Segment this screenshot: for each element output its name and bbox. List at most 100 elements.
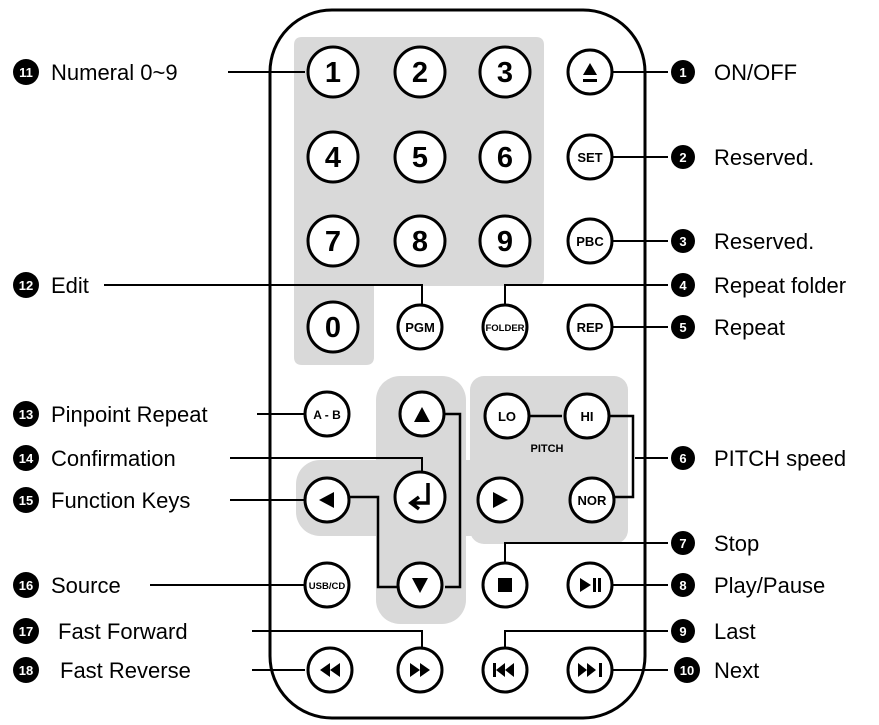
callout-number: 12 <box>19 278 33 293</box>
power-button[interactable] <box>566 48 614 96</box>
callout-number: 15 <box>19 493 33 508</box>
callout-8-text: Play/Pause <box>714 573 825 598</box>
rep-button[interactable]: REP <box>566 303 614 351</box>
button-9[interactable]: 9 <box>478 214 532 268</box>
button-1[interactable]: 1 <box>306 45 360 99</box>
last-button[interactable] <box>481 646 529 694</box>
callout-2-text: Reserved. <box>714 145 814 170</box>
callout-6-text: PITCH speed <box>714 446 846 471</box>
callout-17: 17 Fast Forward <box>13 618 188 644</box>
numeral-buttons: 1 2 3 4 5 6 7 8 9 0 <box>306 45 532 354</box>
callout-2: 2 Reserved. <box>671 145 814 170</box>
next-track-icon <box>578 663 602 677</box>
nor-button-label: NOR <box>578 493 608 508</box>
button-4[interactable]: 4 <box>306 130 360 184</box>
next-button[interactable] <box>566 646 614 694</box>
callout-number: 18 <box>19 663 33 678</box>
callout-number: 11 <box>19 65 33 80</box>
callout-number: 4 <box>679 278 687 293</box>
callout-number: 9 <box>679 624 686 639</box>
pbc-button[interactable]: PBC <box>566 217 614 265</box>
set-button-label: SET <box>577 150 602 165</box>
button-2-label: 2 <box>412 57 428 89</box>
up-button[interactable] <box>398 390 446 438</box>
ab-button[interactable]: A - B <box>303 390 351 438</box>
callout-15-text: Function Keys <box>51 488 190 513</box>
fast-reverse-button[interactable] <box>306 646 354 694</box>
callout-7: 7 Stop <box>671 531 759 556</box>
button-3[interactable]: 3 <box>478 45 532 99</box>
callout-number: 2 <box>679 150 686 165</box>
pitch-label: PITCH <box>531 443 564 455</box>
stop-icon <box>498 578 512 592</box>
callout-11-text: Numeral 0~9 <box>51 60 178 85</box>
callout-3: 3 Reserved. <box>671 229 814 254</box>
rep-button-label: REP <box>577 320 604 335</box>
hi-button[interactable]: HI <box>563 392 611 440</box>
callout-18: 18 Fast Reverse <box>13 657 191 683</box>
button-9-label: 9 <box>497 226 513 258</box>
button-6[interactable]: 6 <box>478 130 532 184</box>
left-button[interactable] <box>303 476 351 524</box>
callout-14: 14 Confirmation <box>13 445 176 471</box>
callout-number: 17 <box>19 624 33 639</box>
callout-13: 13 Pinpoint Repeat <box>13 401 208 427</box>
lo-button[interactable]: LO <box>483 392 531 440</box>
callout-number: 14 <box>19 451 34 466</box>
usbcd-button[interactable]: USB/CD <box>303 561 351 609</box>
callout-9: 9 Last <box>671 619 756 644</box>
callout-6: 6 PITCH speed <box>671 446 846 471</box>
pgm-button[interactable]: PGM <box>396 303 444 351</box>
callout-8: 8 Play/Pause <box>671 573 825 598</box>
callout-16: 16 Source <box>13 572 121 598</box>
leader-lines <box>104 71 668 671</box>
button-6-label: 6 <box>497 142 513 174</box>
callout-16-text: Source <box>51 573 121 598</box>
button-7-label: 7 <box>325 226 341 258</box>
callout-17-text: Fast Forward <box>58 619 188 644</box>
eject-icon <box>583 63 597 82</box>
button-8-label: 8 <box>412 226 428 258</box>
numpad-panel <box>294 37 544 365</box>
callout-number: 10 <box>680 663 694 678</box>
folder-button[interactable]: FOLDER <box>481 303 529 351</box>
folder-button-label: FOLDER <box>485 323 524 334</box>
button-0-label: 0 <box>325 312 341 344</box>
stop-button[interactable] <box>481 561 529 609</box>
callout-5-text: Repeat <box>714 315 785 340</box>
pbc-button-label: PBC <box>576 234 604 249</box>
button-7[interactable]: 7 <box>306 214 360 268</box>
button-8[interactable]: 8 <box>393 214 447 268</box>
callout-18-text: Fast Reverse <box>60 658 191 683</box>
callout-number: 5 <box>679 320 686 335</box>
callout-number: 13 <box>19 407 33 422</box>
fast-forward-button[interactable] <box>396 646 444 694</box>
button-0[interactable]: 0 <box>306 300 360 354</box>
button-2[interactable]: 2 <box>393 45 447 99</box>
down-button[interactable] <box>396 561 444 609</box>
play-pause-button[interactable] <box>566 561 614 609</box>
enter-button[interactable] <box>393 470 447 524</box>
set-button[interactable]: SET <box>566 133 614 181</box>
callout-5: 5 Repeat <box>671 315 785 340</box>
lo-button-label: LO <box>498 409 516 424</box>
callout-4: 4 Repeat folder <box>671 273 846 298</box>
usbcd-button-label: USB/CD <box>309 581 346 592</box>
enter-icon <box>408 483 430 511</box>
callout-1: 1 ON/OFF <box>671 60 797 85</box>
play-pause-icon <box>580 578 601 592</box>
callout-number: 6 <box>679 451 686 466</box>
callout-12-text: Edit <box>51 273 89 298</box>
button-1-label: 1 <box>325 57 341 89</box>
pgm-button-label: PGM <box>405 320 435 335</box>
button-5[interactable]: 5 <box>393 130 447 184</box>
up-arrow-icon <box>414 407 430 422</box>
rewind-icon <box>320 663 340 677</box>
right-button[interactable] <box>476 476 524 524</box>
fast-forward-icon <box>410 663 430 677</box>
nor-button[interactable]: NOR <box>568 476 616 524</box>
down-arrow-icon <box>412 578 428 593</box>
callout-3-text: Reserved. <box>714 229 814 254</box>
dpad-connectors <box>345 412 462 589</box>
